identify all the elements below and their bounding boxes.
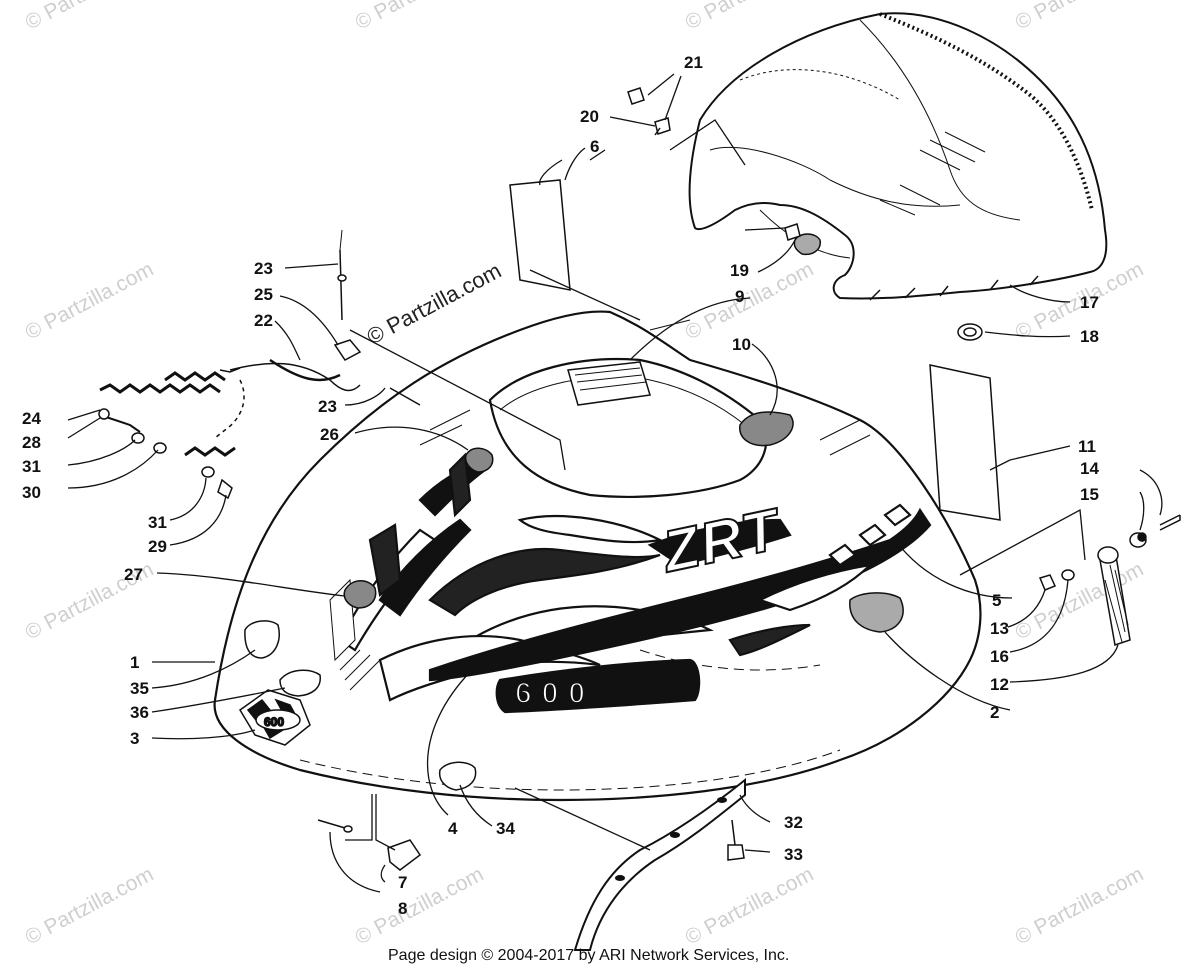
hood-plates	[509, 179, 1001, 521]
watermark: © Partzilla.com	[22, 0, 158, 34]
callout-31: 31	[22, 457, 41, 476]
600-decal-text: 600	[515, 677, 595, 710]
watermark: © Partzilla.com	[682, 863, 818, 950]
support-bracket	[573, 777, 746, 951]
watermark: © Partzilla.com	[22, 258, 158, 345]
callout-6: 6	[590, 137, 599, 156]
callout-14: 14	[1080, 459, 1099, 478]
screw	[727, 819, 745, 861]
callout-labels: 1234567891011121314151617181920212223232…	[22, 53, 1099, 918]
watermark: © Partzilla.com	[1012, 863, 1148, 950]
callout-31: 31	[148, 513, 167, 532]
hood-spring-assembly	[98, 229, 421, 500]
leader-lines	[67, 73, 1163, 893]
watermark: © Partzilla.com	[352, 863, 488, 950]
callout-34: 34	[496, 819, 515, 838]
callout-12: 12	[990, 675, 1009, 694]
callout-17: 17	[1080, 293, 1099, 312]
callout-1: 1	[130, 653, 139, 672]
callout-11: 11	[1078, 437, 1096, 456]
callout-23: 23	[254, 259, 273, 278]
watermark: © Partzilla.com	[682, 258, 818, 345]
watermark: © Partzilla.com	[1012, 0, 1148, 34]
callout-18: 18	[1080, 327, 1099, 346]
callout-36: 36	[130, 703, 149, 722]
callout-25: 25	[254, 285, 273, 304]
callout-22: 22	[254, 311, 273, 330]
callout-4: 4	[448, 819, 458, 838]
callout-35: 35	[130, 679, 149, 698]
callout-9: 9	[735, 287, 744, 306]
badge-number-text: 600	[264, 715, 284, 729]
callout-15: 15	[1080, 485, 1099, 504]
foam-pads	[244, 233, 904, 871]
callout-5: 5	[992, 591, 1001, 610]
windshield-fasteners	[627, 87, 983, 341]
callout-8: 8	[398, 899, 407, 918]
windshield	[688, 12, 1108, 301]
watermark: © Partzilla.com	[682, 0, 818, 34]
callout-30: 30	[22, 483, 41, 502]
callout-24: 24	[22, 409, 41, 428]
callout-26: 26	[320, 425, 339, 444]
callout-10: 10	[732, 335, 751, 354]
watermark-dark: © Partzilla.com	[363, 258, 506, 350]
callout-27: 27	[124, 565, 143, 584]
callout-29: 29	[148, 537, 167, 556]
watermark: © Partzilla.com	[22, 863, 158, 950]
callout-3: 3	[130, 729, 139, 748]
checkered-badge: 600	[239, 689, 311, 746]
copyright-footer: Page design © 2004-2017 by ARI Network S…	[388, 947, 789, 964]
callout-23: 23	[318, 397, 337, 416]
callout-33: 33	[784, 845, 803, 864]
callout-13: 13	[990, 619, 1009, 638]
callout-21: 21	[684, 53, 703, 72]
callout-28: 28	[22, 433, 41, 452]
callout-20: 20	[580, 107, 599, 126]
grab-handle-assembly	[1038, 514, 1181, 646]
callout-16: 16	[990, 647, 1009, 666]
callout-32: 32	[784, 813, 803, 832]
callout-2: 2	[990, 703, 999, 722]
callout-19: 19	[730, 261, 749, 280]
watermark: © Partzilla.com	[352, 0, 488, 34]
rivet-pins	[317, 819, 353, 833]
callout-7: 7	[398, 873, 407, 892]
